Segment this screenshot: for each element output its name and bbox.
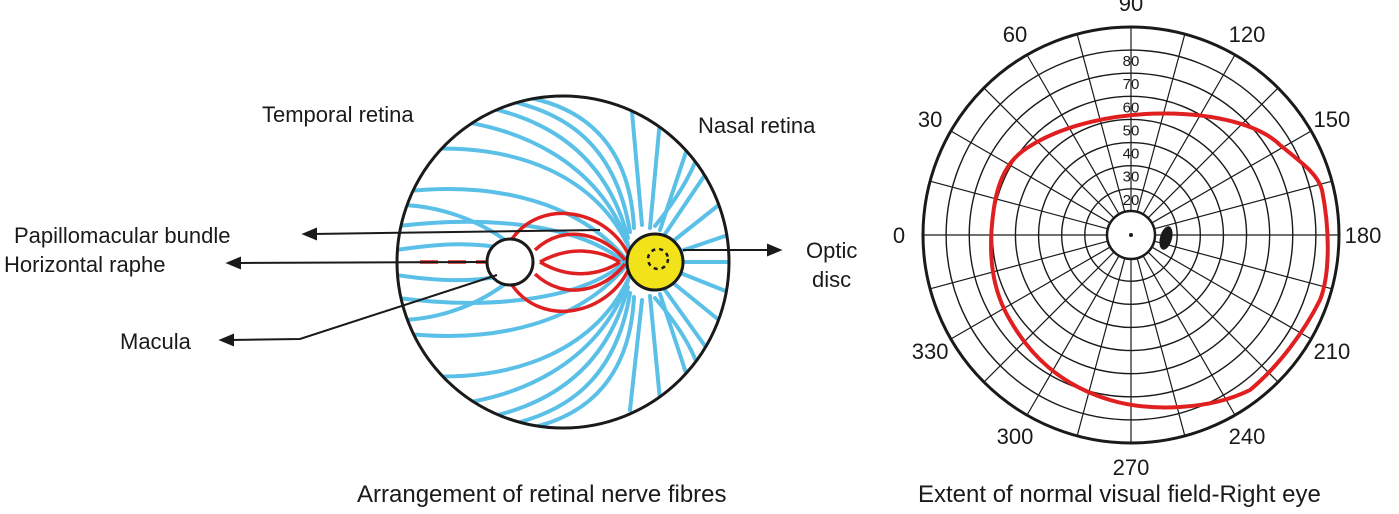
meridian-label: 330 — [912, 339, 949, 364]
nerve-fibres — [397, 96, 729, 428]
grid-radial — [1076, 33, 1126, 213]
optic-disc-label-line1: Optic — [806, 238, 857, 263]
optic-disc-label-line2: disc — [812, 267, 851, 292]
retina-caption: Arrangement of retinal nerve fibres — [357, 481, 727, 508]
meridian-label: 210 — [1314, 339, 1351, 364]
grid-radial — [1142, 254, 1236, 416]
grid-radial — [1142, 54, 1236, 216]
meridian-label: 60 — [1003, 22, 1027, 47]
meridian-label: 90 — [1119, 0, 1143, 16]
optic-disc — [625, 232, 685, 292]
blind-spot — [1159, 226, 1173, 250]
grid-radial — [1026, 54, 1120, 216]
ring-label: 40 — [1123, 146, 1140, 163]
horizontal-raphe-label: Horizontal raphe — [4, 252, 165, 277]
grid-radial — [929, 240, 1109, 290]
optic-cup — [646, 247, 670, 271]
grid-radial — [983, 87, 1116, 220]
ring-label: 50 — [1123, 122, 1140, 139]
grid-radial — [1153, 240, 1333, 290]
macula-label: Macula — [120, 329, 192, 354]
meridian-label: 240 — [1229, 424, 1266, 449]
meridian-label: 30 — [918, 107, 942, 132]
polar-grid: 1020304050607080030609012015018021024027… — [893, 0, 1381, 480]
grid-radial — [1146, 87, 1279, 220]
ring-label: 80 — [1123, 53, 1140, 70]
ring-label: 70 — [1123, 76, 1140, 93]
grid-radial — [950, 130, 1112, 224]
grid-radial — [983, 250, 1116, 383]
grid-radial — [1136, 33, 1186, 213]
meridian-label: 270 — [1113, 455, 1150, 480]
retina-diagram: Temporal retina Nasal retina Papillomacu… — [4, 94, 857, 508]
grid-radial — [1150, 130, 1312, 224]
grid-radial — [950, 246, 1112, 340]
meridian-label: 300 — [997, 424, 1034, 449]
macula — [485, 237, 535, 287]
grid-radial — [1076, 257, 1126, 437]
ring-label: 20 — [1123, 192, 1140, 209]
papillomacular-bundle-label: Papillomacular bundle — [14, 223, 230, 248]
visual-field-caption: Extent of normal visual field-Right eye — [918, 481, 1321, 508]
nasal-retina-label: Nasal retina — [698, 113, 816, 138]
grid-radial — [1026, 254, 1120, 416]
papillomacular-bundle — [508, 211, 632, 314]
grid-radial — [929, 180, 1109, 230]
label-arrows — [218, 227, 783, 347]
temporal-retina-label: Temporal retina — [262, 102, 414, 127]
meridian-label: 0 — [893, 223, 905, 248]
ring-label: 30 — [1123, 169, 1140, 186]
grid-radial — [1150, 246, 1312, 340]
ring-label: 60 — [1123, 99, 1140, 116]
meridian-label: 120 — [1229, 22, 1266, 47]
grid-radial — [1146, 250, 1279, 383]
visual-field-boundary — [989, 111, 1330, 410]
visual-field-chart: 1020304050607080030609012015018021024027… — [893, 0, 1381, 508]
meridian-label: 150 — [1314, 107, 1351, 132]
meridian-label: 180 — [1345, 223, 1382, 248]
grid-radial — [1153, 180, 1333, 230]
fixation-point — [1129, 233, 1133, 237]
